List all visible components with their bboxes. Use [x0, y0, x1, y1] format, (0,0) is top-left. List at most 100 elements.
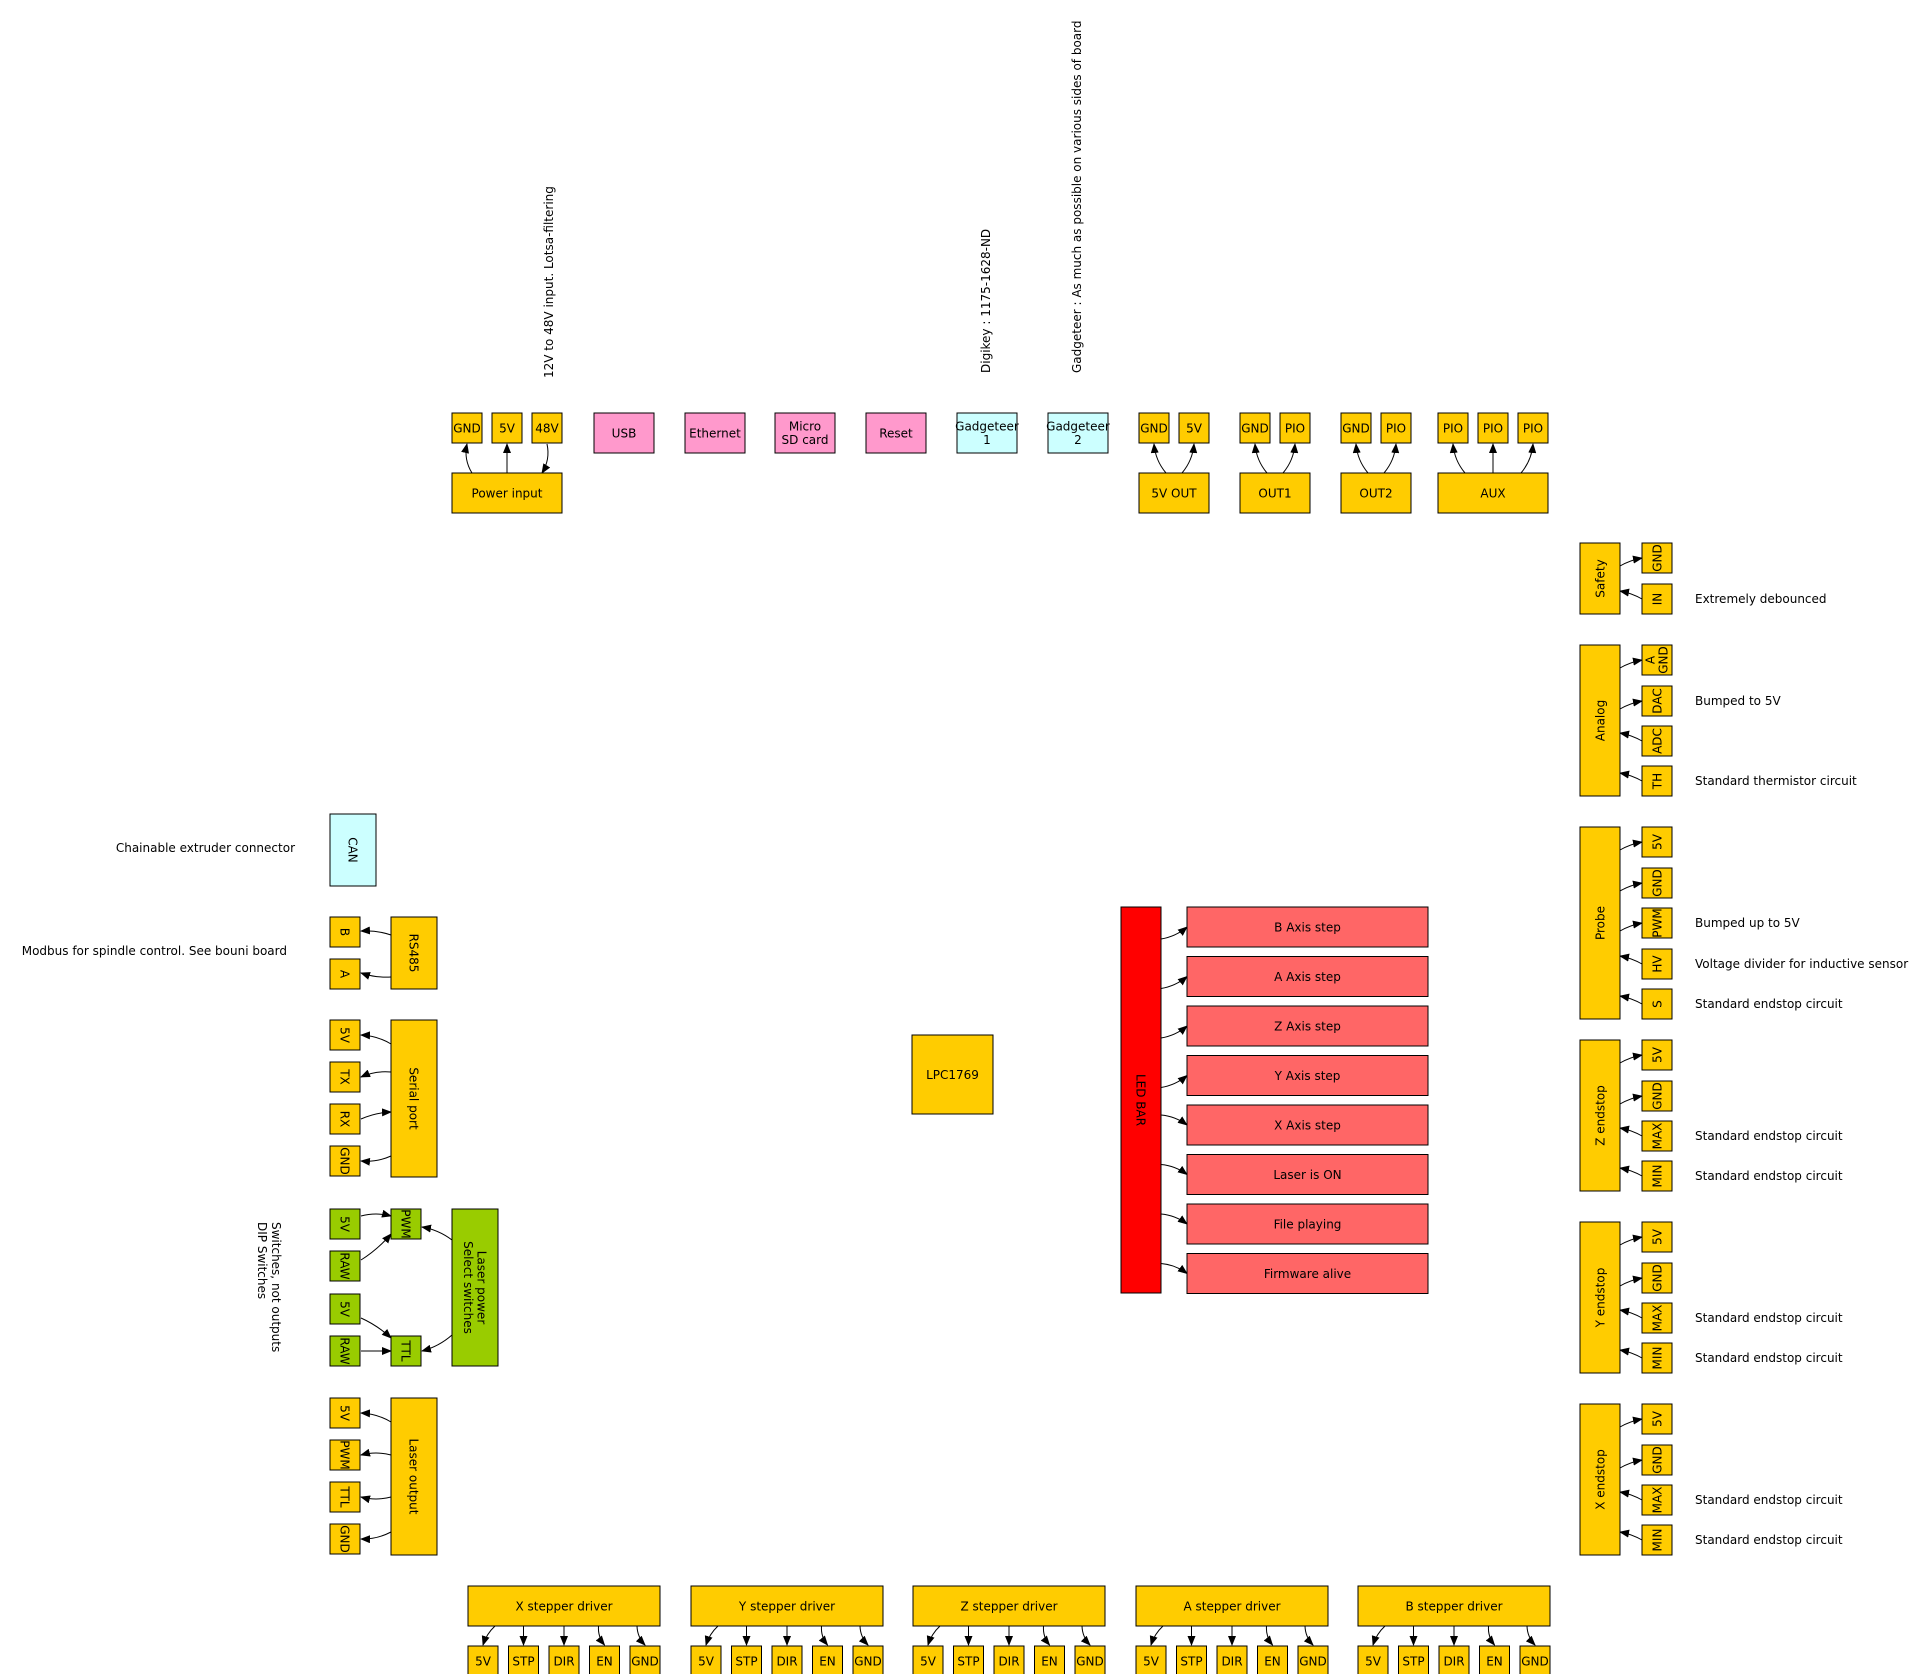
- laser-output-pin-gnd-label: GND: [338, 1525, 352, 1553]
- safety-pin-1-in: IN: [1641, 583, 1673, 615]
- z-stepper-driver-pin-5v-label: 5V: [920, 1654, 937, 1668]
- serial-port-box: Serial port: [390, 1019, 438, 1178]
- analog-wire-1: [1619, 698, 1643, 710]
- z-endstop-wire-2: [1619, 1125, 1643, 1137]
- analog-pin-1-dac: DAC: [1641, 685, 1673, 717]
- led-laser-is-on-shape: [1186, 1154, 1429, 1195]
- x-stepper-driver-pin-en-shape: [589, 1645, 620, 1674]
- analog-pin-0-a-gnd: AGND: [1641, 644, 1673, 676]
- a-stepper-driver-pin-gnd-shape: [1297, 1645, 1329, 1674]
- z-stepper-driver-wire-4: [1080, 1625, 1091, 1646]
- x-stepper-driver-wire-0: [481, 1625, 496, 1646]
- led-z-axis-step-label: Z Axis step: [1274, 1019, 1341, 1033]
- laser-output-pin-ttl: TTL: [329, 1481, 361, 1513]
- reset-button: Reset: [865, 412, 927, 454]
- rs485-box-label: RS485: [407, 934, 421, 973]
- a-stepper-driver-wire-3: [1263, 1625, 1274, 1646]
- z-stepper-driver-pin-en-shape: [1034, 1645, 1065, 1674]
- y-stepper-driver-pin-gnd-shape: [852, 1645, 884, 1674]
- laser-output-wire-3: [360, 1531, 392, 1544]
- y-endstop-pin-2-max-shape: [1641, 1302, 1673, 1334]
- x-endstop-pin-2-max-label: MAX: [1650, 1487, 1664, 1514]
- probe-pin-4-s-shape: [1641, 988, 1673, 1020]
- can-connector: CAN: [329, 813, 377, 887]
- aux-pin-1-pio-label: PIO: [1483, 421, 1503, 435]
- analog-pin-3-th-label: TH: [1650, 773, 1664, 790]
- gadgeteer-1-connector-shape: [956, 412, 1018, 454]
- power-pin-48v-label: 48V: [535, 421, 559, 435]
- led-bar: LED BAR: [1120, 906, 1162, 1294]
- led-firmware-alive: Firmware alive: [1186, 1253, 1429, 1294]
- y-endstop-pin-1-gnd: GND: [1641, 1262, 1673, 1294]
- laser-output-box-label: Laser output: [407, 1438, 421, 1514]
- led-a-axis-step: A Axis step: [1186, 956, 1429, 997]
- analog-note-1: Bumped to 5V: [1695, 694, 1781, 708]
- led-y-axis-step-shape: [1186, 1055, 1429, 1096]
- out-5v-wire-1: [1181, 443, 1198, 474]
- x-endstop-pin-2-max-shape: [1641, 1484, 1673, 1516]
- x-endstop-wire-2: [1619, 1489, 1643, 1501]
- b-stepper-driver-pin-en: EN: [1479, 1645, 1510, 1674]
- x-endstop-pin-3-min: MIN: [1641, 1524, 1673, 1556]
- b-stepper-driver-pin-dir-shape: [1438, 1645, 1470, 1674]
- a-stepper-driver-box: A stepper driver: [1135, 1585, 1329, 1627]
- z-endstop-box-shape: [1579, 1039, 1621, 1192]
- b-stepper-driver-pin-en-shape: [1479, 1645, 1510, 1674]
- z-stepper-driver-pin-5v-shape: [912, 1645, 944, 1674]
- led-y-axis-step-label: Y Axis step: [1274, 1069, 1341, 1083]
- led-firmware-alive-label: Firmware alive: [1264, 1267, 1351, 1281]
- laser-output-pin-pwm-shape: [329, 1439, 361, 1471]
- probe-pin-2-pwm: PWM: [1641, 907, 1673, 939]
- z-endstop-note-3: Standard endstop circuit: [1695, 1169, 1843, 1183]
- serial-pin-gnd: GND: [329, 1145, 361, 1177]
- serial-pin-gnd-shape: [329, 1145, 361, 1177]
- laser-switch-pin-0-5v-label: 5V: [338, 1216, 352, 1233]
- x-endstop-pin-0-5v-label: 5V: [1650, 1410, 1664, 1427]
- power-pin-5v: 5V: [491, 412, 523, 444]
- b-stepper-driver-box: B stepper driver: [1357, 1585, 1551, 1627]
- out1-box: OUT1: [1239, 472, 1311, 514]
- probe-pin-1-gnd-shape: [1641, 867, 1673, 899]
- laser-switch-ttl-shape: [390, 1335, 422, 1367]
- b-stepper-driver-wire-3: [1485, 1625, 1496, 1646]
- y-stepper-driver-box: Y stepper driver: [690, 1585, 884, 1627]
- led-firmware-alive-shape: [1186, 1253, 1429, 1294]
- rs485-box: RS485: [390, 916, 438, 990]
- y-endstop-pin-0-5v-label: 5V: [1650, 1228, 1664, 1245]
- a-stepper-driver-box-label: A stepper driver: [1183, 1599, 1280, 1613]
- led-wire-4: [1160, 1114, 1188, 1126]
- a-stepper-driver-pin-dir: DIR: [1216, 1645, 1248, 1674]
- probe-note-4: Standard endstop circuit: [1695, 997, 1843, 1011]
- probe-pin-3-hv-label: HV: [1650, 955, 1664, 973]
- a-stepper-driver-pin-5v-label: 5V: [1143, 1654, 1160, 1668]
- rs485-box-shape: [390, 916, 438, 990]
- z-stepper-driver-box-label: Z stepper driver: [960, 1599, 1057, 1613]
- serial-pin-gnd-label: GND: [338, 1147, 352, 1175]
- x-endstop-box-shape: [1579, 1403, 1621, 1556]
- probe-wire-1: [1619, 880, 1643, 892]
- probe-pin-4-s: S: [1641, 988, 1673, 1020]
- led-wire-7: [1160, 1263, 1188, 1275]
- power-pin-gnd-label: GND: [453, 421, 481, 435]
- b-stepper-driver-pin-stp-label: STP: [1402, 1654, 1424, 1668]
- led-wire-5: [1160, 1164, 1188, 1176]
- y-endstop-note-2: Standard endstop circuit: [1695, 1311, 1843, 1325]
- z-stepper-driver-pin-dir: DIR: [993, 1645, 1025, 1674]
- x-endstop-note-3: Standard endstop circuit: [1695, 1533, 1843, 1547]
- led-wire-0: [1160, 926, 1188, 940]
- laser-switch-pin-2-5v-label: 5V: [338, 1301, 352, 1318]
- laser-switch-pwm: PWM: [390, 1208, 422, 1240]
- note-digikey: Digikey : 1175-1628-ND: [979, 229, 993, 373]
- serial-pin-tx-label: TX: [338, 1068, 352, 1085]
- y-endstop-pin-0-5v-shape: [1641, 1221, 1673, 1253]
- y-stepper-driver-pin-en-label: EN: [819, 1654, 836, 1668]
- laser-output-pin-5v: 5V: [329, 1397, 361, 1429]
- laser-output-pin-pwm-label: PWM: [338, 1440, 352, 1469]
- b-stepper-driver-pin-gnd-shape: [1519, 1645, 1551, 1674]
- rs485-pin-b-label: B: [338, 928, 352, 936]
- laser-switch-pin-1-raw-shape: [329, 1250, 361, 1282]
- a-stepper-driver-pin-dir-shape: [1216, 1645, 1248, 1674]
- power-input-box-shape: [451, 472, 563, 514]
